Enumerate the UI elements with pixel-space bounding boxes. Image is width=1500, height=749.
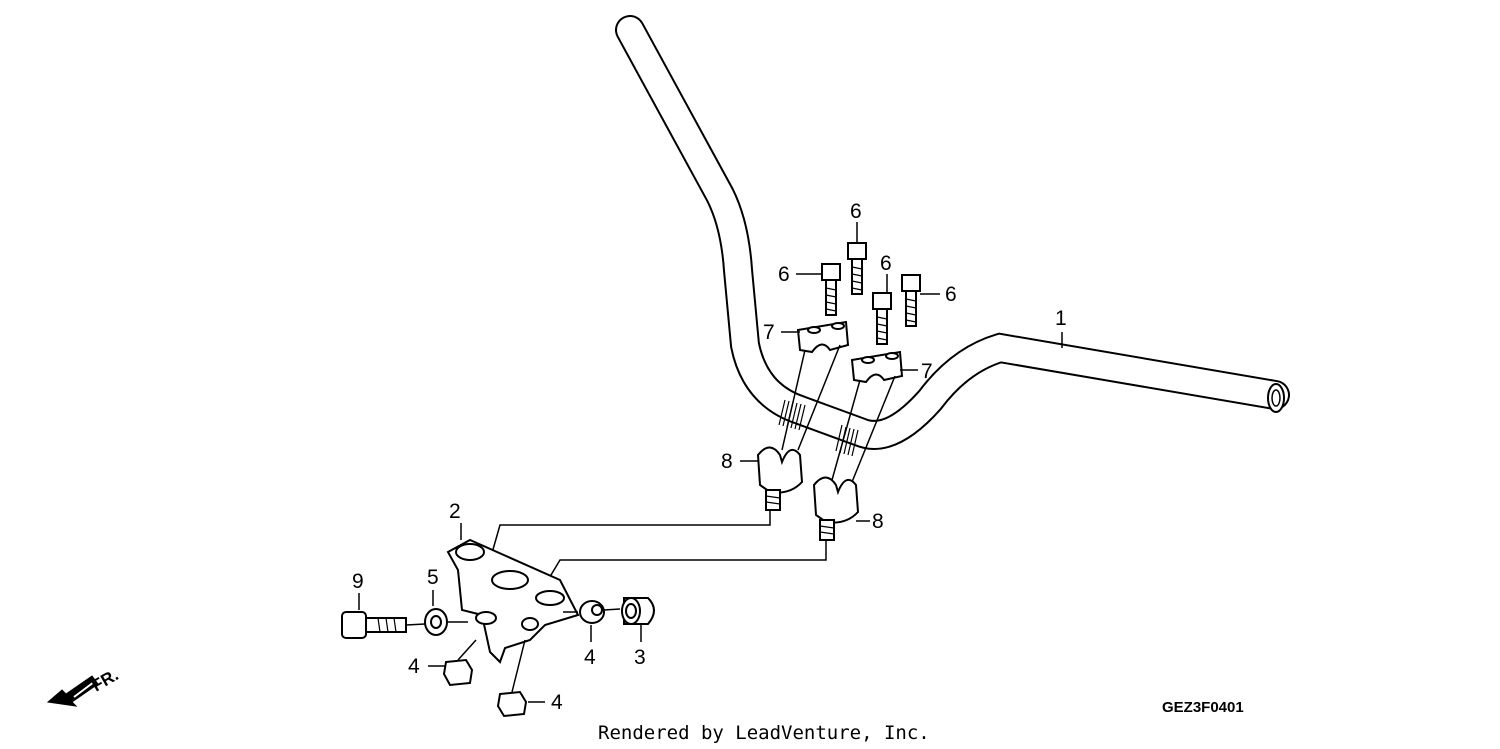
callout-9: 9	[352, 570, 364, 593]
callout-4a: 4	[408, 655, 420, 678]
callout-6b: 6	[778, 263, 790, 286]
callout-8a: 8	[721, 450, 733, 473]
guide-line-right	[547, 540, 827, 581]
callout-5: 5	[427, 566, 439, 589]
bolt-6c	[872, 292, 892, 345]
upper-holder-left	[796, 320, 850, 354]
lower-holder-right	[812, 476, 860, 541]
bolt-6d	[901, 274, 921, 327]
bolt-6a	[821, 263, 841, 316]
front-label: FR.	[89, 665, 122, 695]
callout-2: 2	[449, 500, 461, 523]
callout-6c: 6	[880, 252, 892, 275]
guide-line-left	[489, 510, 771, 561]
callout-4c: 4	[551, 691, 563, 714]
nut-4c	[579, 600, 605, 624]
handlebar-base-bracket	[446, 538, 580, 664]
handlebar	[615, 15, 1290, 457]
flange-bolt-9	[341, 611, 407, 639]
bushing-3	[621, 597, 655, 625]
lower-holder-left	[756, 446, 804, 511]
upper-holder-right	[850, 350, 904, 384]
washer-5	[424, 608, 448, 636]
callout-7b: 7	[921, 360, 933, 383]
callout-6d: 6	[945, 283, 957, 306]
nut-4a	[442, 658, 474, 687]
front-arrow-icon	[46, 675, 99, 707]
nut-4b	[496, 690, 528, 718]
diagram-code: GEZ3F0401	[1162, 699, 1244, 716]
handlebar-end	[1267, 383, 1285, 413]
callout-8b: 8	[872, 510, 884, 533]
callout-7a: 7	[763, 321, 775, 344]
callout-4b: 4	[584, 646, 596, 669]
callout-1: 1	[1055, 307, 1067, 330]
callout-3: 3	[634, 646, 646, 669]
callout-6a: 6	[850, 200, 862, 223]
credit-text: Rendered by LeadVenture, Inc.	[598, 722, 930, 744]
bolt-6b	[847, 242, 867, 295]
